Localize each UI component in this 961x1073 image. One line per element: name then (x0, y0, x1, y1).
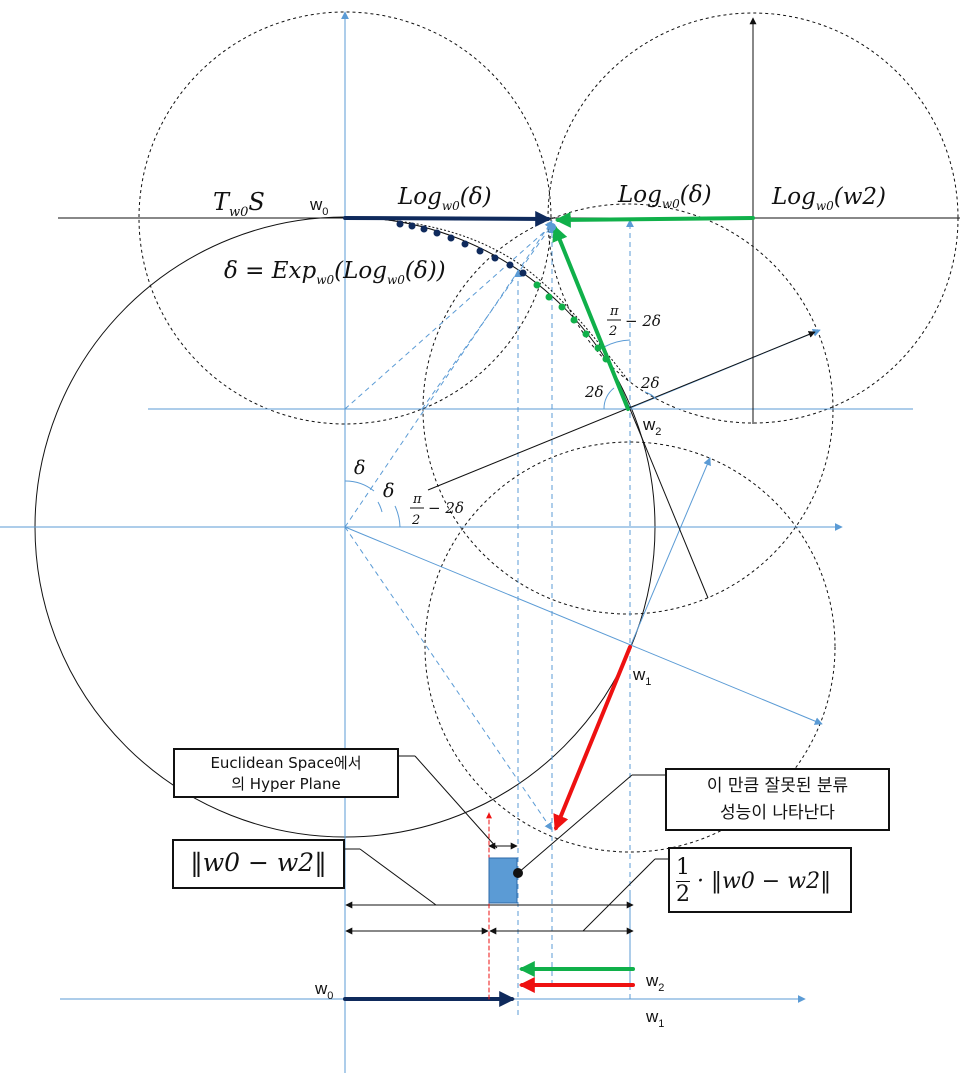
label-w2-mid: w2 (642, 415, 661, 438)
dot-green (594, 344, 602, 352)
label-w0-bottom: w0 (314, 979, 333, 1002)
angle-arcs (344, 339, 657, 528)
vector-w2-to-delta-green (552, 225, 630, 411)
label-w1-mid: w1 (632, 665, 651, 688)
callout-error-line2: 성능이 나타난다 (720, 803, 835, 823)
label-angle-pi2-lower-den: 2 (411, 513, 420, 528)
leader-euclidean (414, 755, 498, 849)
dash-w0-to-delta-left (421, 224, 553, 410)
label-tangent-space: Tw0S (213, 188, 265, 220)
arc-2delta-left (603, 387, 615, 410)
dash-w0-to-delta-right (344, 224, 553, 410)
label-log-delta-right: Logw0(δ) (617, 182, 712, 211)
dot-navy (433, 229, 441, 237)
dot-green (545, 293, 553, 301)
leader-half (582, 858, 656, 932)
dash-center-to-bottom (344, 526, 553, 831)
arc-2delta-right (644, 391, 657, 400)
error-dot (513, 868, 523, 878)
callout-euclidean-hyperplane: Euclidean Space에서 의 Hyper Plane (173, 748, 399, 798)
label-w2-bottom: w2 (645, 971, 664, 994)
label-angle-2delta-right: 2δ (640, 374, 660, 392)
blue-axes (0, 11, 913, 1073)
vector-log-delta-navy (343, 210, 552, 227)
dot-navy (447, 234, 455, 242)
label-log-delta-left: Logw0(δ) (397, 184, 492, 213)
circle-w1 (424, 441, 836, 853)
vector-log-delta-green (554, 211, 755, 228)
w2-point (548, 223, 556, 231)
arc-delta-inner (377, 501, 383, 513)
dot-navy (506, 261, 514, 269)
vector-w1-red (553, 645, 632, 831)
leader-norm-left (359, 848, 437, 906)
label-angle-delta-inner: δ (383, 480, 394, 502)
callout-norm-left: ‖w0 − w2‖ (172, 839, 345, 889)
dot-navy (461, 240, 469, 248)
arc-pi2-lower (394, 505, 401, 528)
dot-navy (476, 247, 484, 255)
dashed-blue-lines (344, 219, 634, 1015)
callout-euclidean-line2: 의 Hyper Plane (231, 775, 341, 793)
thick-vectors (343, 210, 755, 1007)
dot-green (570, 316, 578, 324)
callout-error: 이 만큼 잘못된 분류 성능이 나타난다 (665, 768, 890, 831)
geodesic-dots (344, 217, 629, 381)
callout-error-line1: 이 만큼 잘못된 분류 (706, 776, 849, 796)
arc-pi2-upper (603, 339, 631, 348)
w1-normal-ray (344, 526, 823, 725)
dot-green (533, 281, 541, 289)
leader-error (517, 774, 633, 874)
dot-navy (420, 225, 428, 233)
label-w1-bottom: w1 (645, 1007, 664, 1030)
label-angle-pi2-upper-num: π (609, 304, 619, 319)
callout-half-norm: 1 2 · ‖w0 − w2‖ (668, 847, 852, 913)
label-angle-delta-outer: δ (354, 457, 365, 479)
dot-navy (519, 269, 527, 277)
label-log-w2: Logw0(w2) (771, 184, 886, 213)
label-angle-pi2-upper-tail: − 2δ (625, 312, 661, 330)
half-numerator: 1 (676, 855, 690, 882)
half-denominator: 2 (676, 882, 690, 907)
dashed-circles (138, 11, 959, 853)
label-delta-exp: δ = Expw0(Logw0(δ)) (224, 258, 446, 287)
dot-navy (396, 220, 404, 228)
label-angle-pi2-lower-tail: − 2δ (428, 499, 464, 517)
w1-tangent-ray (629, 457, 711, 648)
label-angle-pi2-upper-den: 2 (608, 324, 617, 339)
dot-green (582, 330, 590, 338)
arc-delta-outer (344, 480, 375, 492)
half-fraction: 1 2 (676, 855, 690, 908)
norm-left-text: ‖w0 − w2‖ (190, 848, 327, 877)
label-angle-pi2-lower-num: π (412, 492, 422, 507)
callout-euclidean-line1: Euclidean Space에서 (210, 754, 362, 772)
label-angle-2delta-left: 2δ (584, 383, 604, 401)
w2-normal-line (427, 331, 816, 491)
hyperplane-rect (488, 857, 518, 904)
half-tail: · ‖w0 − w2‖ (697, 869, 832, 894)
geodesic-curve (344, 217, 629, 381)
w2-down-line (629, 408, 709, 599)
dot-green (558, 303, 566, 311)
label-w0-top: w0 (309, 195, 328, 218)
dot-navy (491, 254, 499, 262)
dot-navy (408, 222, 416, 230)
